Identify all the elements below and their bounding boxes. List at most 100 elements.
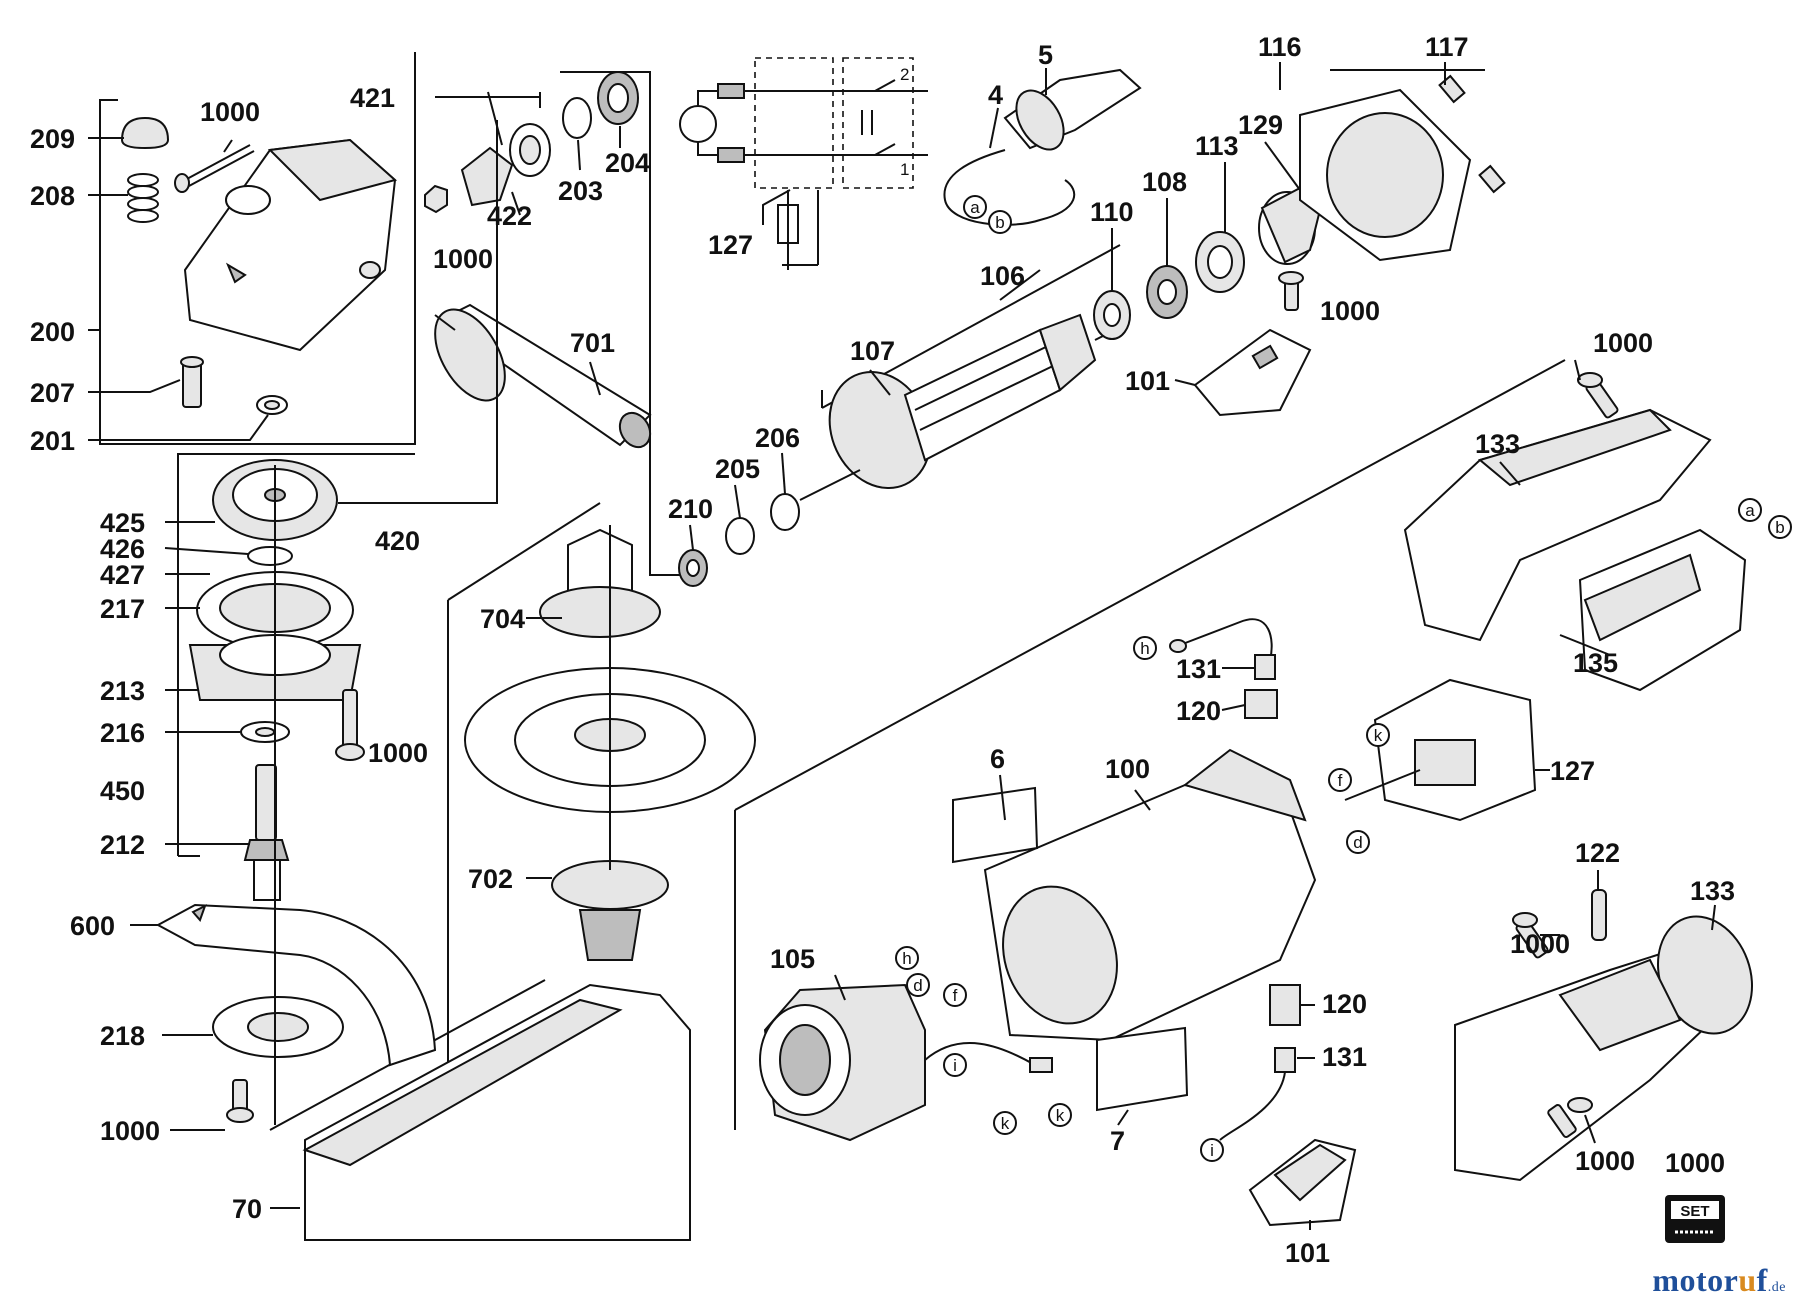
- label-422: 422: [487, 201, 532, 231]
- label-105: 105: [770, 944, 815, 974]
- label-101-lower: 101: [1285, 1238, 1330, 1268]
- label-425: 425: [100, 508, 145, 538]
- ring-205[interactable]: [725, 517, 755, 555]
- nut-1000[interactable]: [424, 184, 448, 214]
- label-702: 702: [468, 864, 513, 894]
- wire-letter-b: b: [1775, 518, 1784, 537]
- label-1000-flange: 1000: [368, 738, 428, 768]
- bearing-cover-116[interactable]: [1299, 74, 1506, 262]
- wire-letter-i: i: [1210, 1141, 1214, 1160]
- bushing-201[interactable]: [256, 395, 288, 415]
- connector-120-lower[interactable]: [1269, 984, 1301, 1026]
- screw-1000-flange[interactable]: [335, 689, 365, 761]
- label-120-upper: 120: [1176, 696, 1221, 726]
- label-1000-pinion-nut: 1000: [433, 244, 493, 274]
- label-129: 129: [1238, 110, 1283, 140]
- ring-129[interactable]: [1258, 186, 1322, 265]
- spring-208[interactable]: [127, 173, 159, 223]
- bearing-108[interactable]: [1146, 265, 1188, 319]
- bearing-204[interactable]: [597, 71, 639, 125]
- label-113: 113: [1195, 131, 1239, 161]
- label-213: 213: [100, 676, 145, 706]
- label-209: 209: [30, 124, 75, 154]
- label-216: 216: [100, 718, 145, 748]
- cord-4[interactable]: [943, 149, 1076, 226]
- screw-1000-cover[interactable]: [1278, 271, 1304, 311]
- label-426: 426: [100, 534, 145, 564]
- label-420: 420: [375, 526, 420, 556]
- label-107: 107: [850, 336, 895, 366]
- screw-1000-rear[interactable]: [1512, 912, 1549, 959]
- armature-107[interactable]: [799, 313, 1116, 505]
- ring-203[interactable]: [562, 97, 592, 139]
- switch-135[interactable]: [1578, 528, 1747, 692]
- clamp-ring-218[interactable]: [212, 996, 344, 1058]
- fan-guide-113[interactable]: [1195, 231, 1245, 293]
- label-127-module: 127: [1550, 756, 1595, 786]
- plug-131-lower[interactable]: [1219, 1047, 1296, 1141]
- leader-lines: [88, 62, 1716, 1230]
- screw-1000[interactable]: [174, 144, 255, 193]
- spindle-pin-207[interactable]: [180, 356, 204, 408]
- wire-letter-k: k: [1001, 1114, 1010, 1133]
- pinion-gear-422[interactable]: [460, 123, 551, 207]
- wheel-guard-600[interactable]: [155, 903, 437, 1067]
- spindle-212[interactable]: [243, 764, 290, 901]
- cover-101-lower[interactable]: [1248, 1138, 1357, 1227]
- bearing-210[interactable]: [678, 549, 708, 587]
- label-5: 5: [1038, 40, 1053, 70]
- clamping-nut-704[interactable]: [539, 528, 661, 638]
- wire-letter-a: a: [970, 198, 980, 217]
- label-204: 204: [605, 148, 650, 178]
- side-handle-701[interactable]: [421, 298, 656, 453]
- cover-101[interactable]: [1193, 328, 1312, 417]
- label-7[interactable]: [1096, 1026, 1189, 1112]
- flange-702[interactable]: [551, 860, 669, 961]
- electronic-module-127[interactable]: [1344, 678, 1537, 822]
- washer-216[interactable]: [240, 721, 290, 743]
- wire-letter-h: h: [1140, 639, 1149, 658]
- label-106: 106: [980, 261, 1025, 291]
- label-4: 4: [988, 80, 1003, 110]
- cable-protector-5[interactable]: [1003, 68, 1142, 158]
- watermark-brand-start: motor: [1652, 1262, 1739, 1298]
- label-450: 450: [100, 776, 145, 806]
- spindle-lock-cap-209[interactable]: [120, 116, 170, 150]
- label-116: 116: [1258, 32, 1302, 62]
- wire-letter-f: f: [953, 986, 958, 1005]
- ring-206[interactable]: [770, 493, 800, 531]
- set-text: SET: [1680, 1203, 1709, 1220]
- watermark-logo: motoruf.de: [1652, 1262, 1786, 1299]
- label-1000-guard: 1000: [100, 1116, 160, 1146]
- label-131-upper: 131: [1176, 654, 1221, 684]
- connector-120-upper[interactable]: [1244, 689, 1278, 719]
- gear-housing-200[interactable]: [183, 138, 398, 352]
- label-704: 704: [480, 604, 525, 634]
- rear-handle-133[interactable]: [1454, 903, 1768, 1182]
- motor-housing-100[interactable]: [983, 748, 1317, 1042]
- part-labels: 209 1000 208 200 207 201 421 1000 422 20…: [30, 32, 1735, 1268]
- field-coil-105[interactable]: [759, 983, 1053, 1142]
- carry-case-70[interactable]: [302, 983, 691, 1241]
- label-200: 200: [30, 317, 75, 347]
- bearing-110[interactable]: [1093, 290, 1131, 340]
- label-6[interactable]: [952, 786, 1039, 864]
- wire-letter-i: i: [953, 1056, 957, 1075]
- screw-1000-rear-lower[interactable]: [1547, 1097, 1593, 1138]
- clip-122[interactable]: [1591, 889, 1607, 941]
- label-212: 212: [100, 830, 145, 860]
- label-421: 421: [350, 83, 395, 113]
- label-101-top: 101: [1125, 366, 1170, 396]
- screw-1000-handle[interactable]: [1577, 372, 1619, 419]
- set-badge: SET: [1665, 1195, 1725, 1243]
- label-218: 218: [100, 1021, 145, 1051]
- wire-letter-k: k: [1056, 1106, 1065, 1125]
- handle-half-133[interactable]: [1403, 408, 1712, 642]
- schematic-terminals: 2 1: [900, 65, 909, 179]
- label-133-upper: 133: [1475, 429, 1520, 459]
- screw-1000-guard[interactable]: [226, 1079, 254, 1123]
- watermark-brand-end: f: [1756, 1262, 1768, 1298]
- label-1000-rear: 1000: [1510, 929, 1570, 959]
- washer-426[interactable]: [247, 546, 293, 566]
